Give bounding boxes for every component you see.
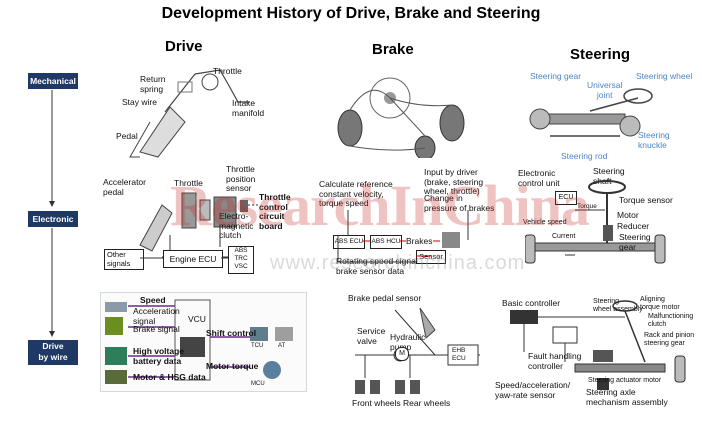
brake-electronic-flow — [337, 210, 469, 263]
steering-elec-torque-small: Torque — [577, 203, 597, 210]
drive-mech-pedal: Pedal — [116, 131, 138, 141]
drive-dbw-speed: Speed — [140, 295, 166, 305]
brake-dbw-diagram — [355, 307, 480, 394]
drive-dbw-motor-torque: Motor torque — [206, 361, 259, 371]
drive-mechanical-diagram — [129, 69, 250, 158]
drive-dbw-shift-control: Shift control — [206, 328, 257, 338]
steering-elec-motor: Motor — [617, 210, 639, 220]
steering-column-heading: Steering — [570, 46, 631, 63]
steering-dbw-basic-controller: Basic controller — [502, 298, 561, 308]
drive-dbw-brake-signal: Brake signal — [133, 324, 180, 334]
brake-dbw-rear-wheels: Rear wheels — [403, 398, 451, 408]
brake-mechanical-diagram — [337, 77, 465, 158]
drive-elec-engine-ecu: Engine ECU — [163, 250, 223, 268]
brake-elec-brakes: Brakes — [406, 236, 433, 246]
drive-elec-connectors — [140, 257, 228, 259]
watermark-url: www.researchinchina.com — [270, 252, 526, 274]
drive-dbw-diagram — [105, 299, 293, 384]
drive-mech-throttle: Throttle — [213, 66, 242, 76]
stage-dbw-line1: Drive — [42, 341, 64, 351]
drive-column-heading: Drive — [165, 38, 203, 55]
drive-dbw-motor-hsg: Motor & HSG data — [133, 372, 206, 382]
stage-mechanical: Mechanical — [28, 73, 78, 89]
brake-dbw-pedal-sensor: Brake pedal sensor — [348, 293, 422, 303]
drive-dbw-tcu: TCU — [251, 343, 264, 349]
steering-electronic-diagram — [525, 180, 666, 264]
steering-mech-wheel: Steering wheel — [636, 71, 693, 81]
brake-elec-abs-ecu: ABS ECU — [333, 235, 365, 249]
stage-electronic: Electronic — [28, 211, 78, 227]
steering-elec-reducer: Reducer — [617, 221, 650, 231]
brake-column-heading: Brake — [372, 41, 414, 58]
stage-dbw-line2: by wire — [38, 352, 68, 362]
drive-dbw-vcu: VCU — [188, 314, 206, 324]
steering-dbw-speed-sensor: Speed/acceleration/yaw-rate sensor — [495, 380, 571, 400]
steering-elec-vehicle-speed: Vehicle speed — [523, 219, 567, 226]
stage-drive-by-wire: Drive by wire — [28, 340, 78, 365]
steering-dbw-actuator-motor: Steering actuator motor — [588, 377, 662, 384]
drive-dbw-at: AT — [278, 343, 286, 349]
steering-elec-ecu-box: ECU — [555, 191, 577, 205]
brake-dbw-front-wheels: Front wheels — [352, 398, 401, 408]
brake-elec-abs-hcu: ABS HCU — [370, 235, 402, 249]
steering-elec-current: Current — [552, 233, 576, 240]
steering-mech-gear: Steering gear — [530, 71, 582, 81]
brake-dbw-hydraulic-pump: Hydraulicpump — [390, 332, 426, 351]
page-title: Development History of Drive, Brake and … — [161, 5, 541, 22]
steering-mechanical-diagram — [529, 88, 653, 137]
drive-mech-stay-wire: Stay wire — [122, 97, 157, 107]
brake-dbw-motor: M — [395, 347, 409, 361]
steering-dbw-diagram — [510, 300, 686, 390]
drive-dbw-mcu: MCU — [251, 381, 265, 387]
steering-elec-torque-sensor: Torque sensor — [619, 195, 673, 205]
drive-elec-throttle: Throttle — [174, 178, 203, 188]
watermark-main: ResearchInChina — [170, 173, 590, 238]
steering-mech-rod: Steering rod — [561, 151, 608, 161]
